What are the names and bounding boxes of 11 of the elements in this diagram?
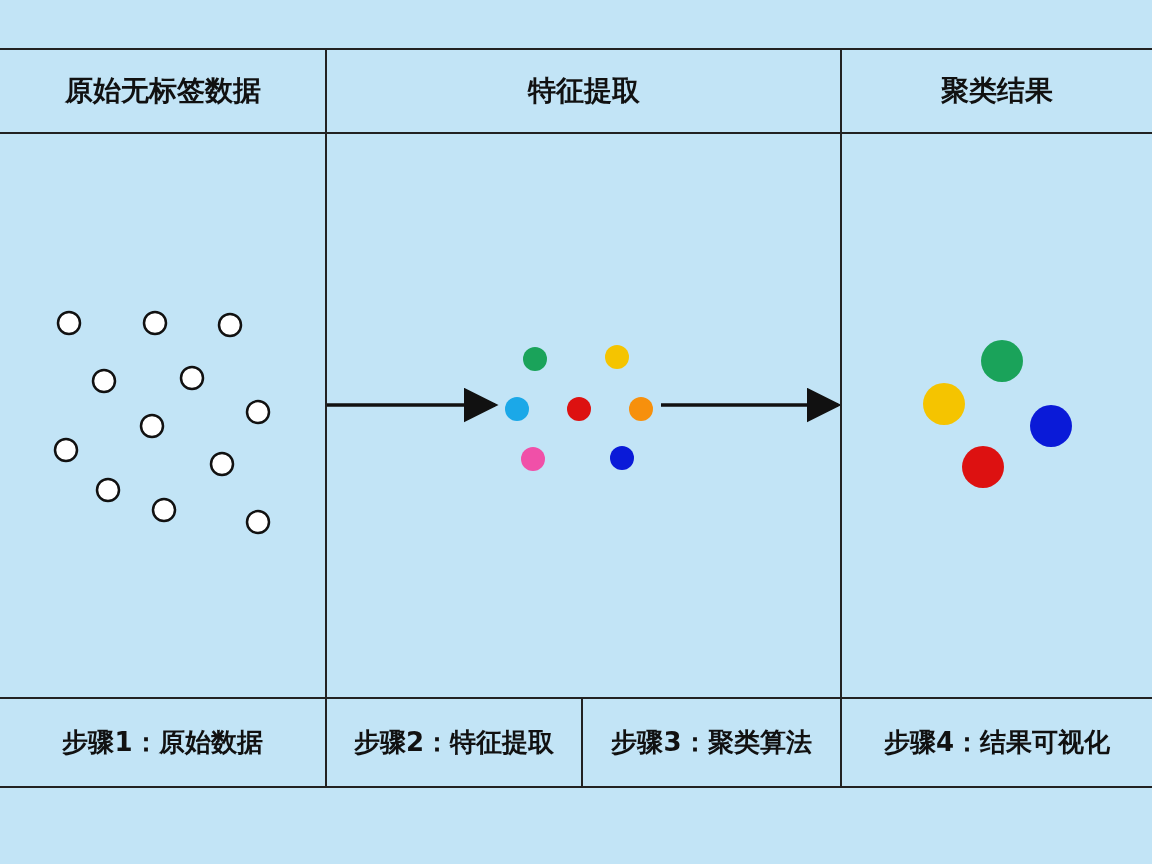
arrow <box>327 387 499 423</box>
panel <box>325 48 840 698</box>
step-cell: 步骤2：特征提取 <box>325 697 581 788</box>
step-cell: 步骤1：原始数据 <box>0 697 325 788</box>
step-cell: 步骤4：结果可视化 <box>840 697 1152 788</box>
step-cell: 步骤3：聚类算法 <box>581 697 840 788</box>
panel-heading: 聚类结果 <box>941 73 1053 109</box>
panel-heading: 原始无标签数据 <box>64 73 261 109</box>
panel-heading: 特征提取 <box>527 73 640 109</box>
arrow <box>661 387 842 423</box>
panel <box>840 48 1152 698</box>
